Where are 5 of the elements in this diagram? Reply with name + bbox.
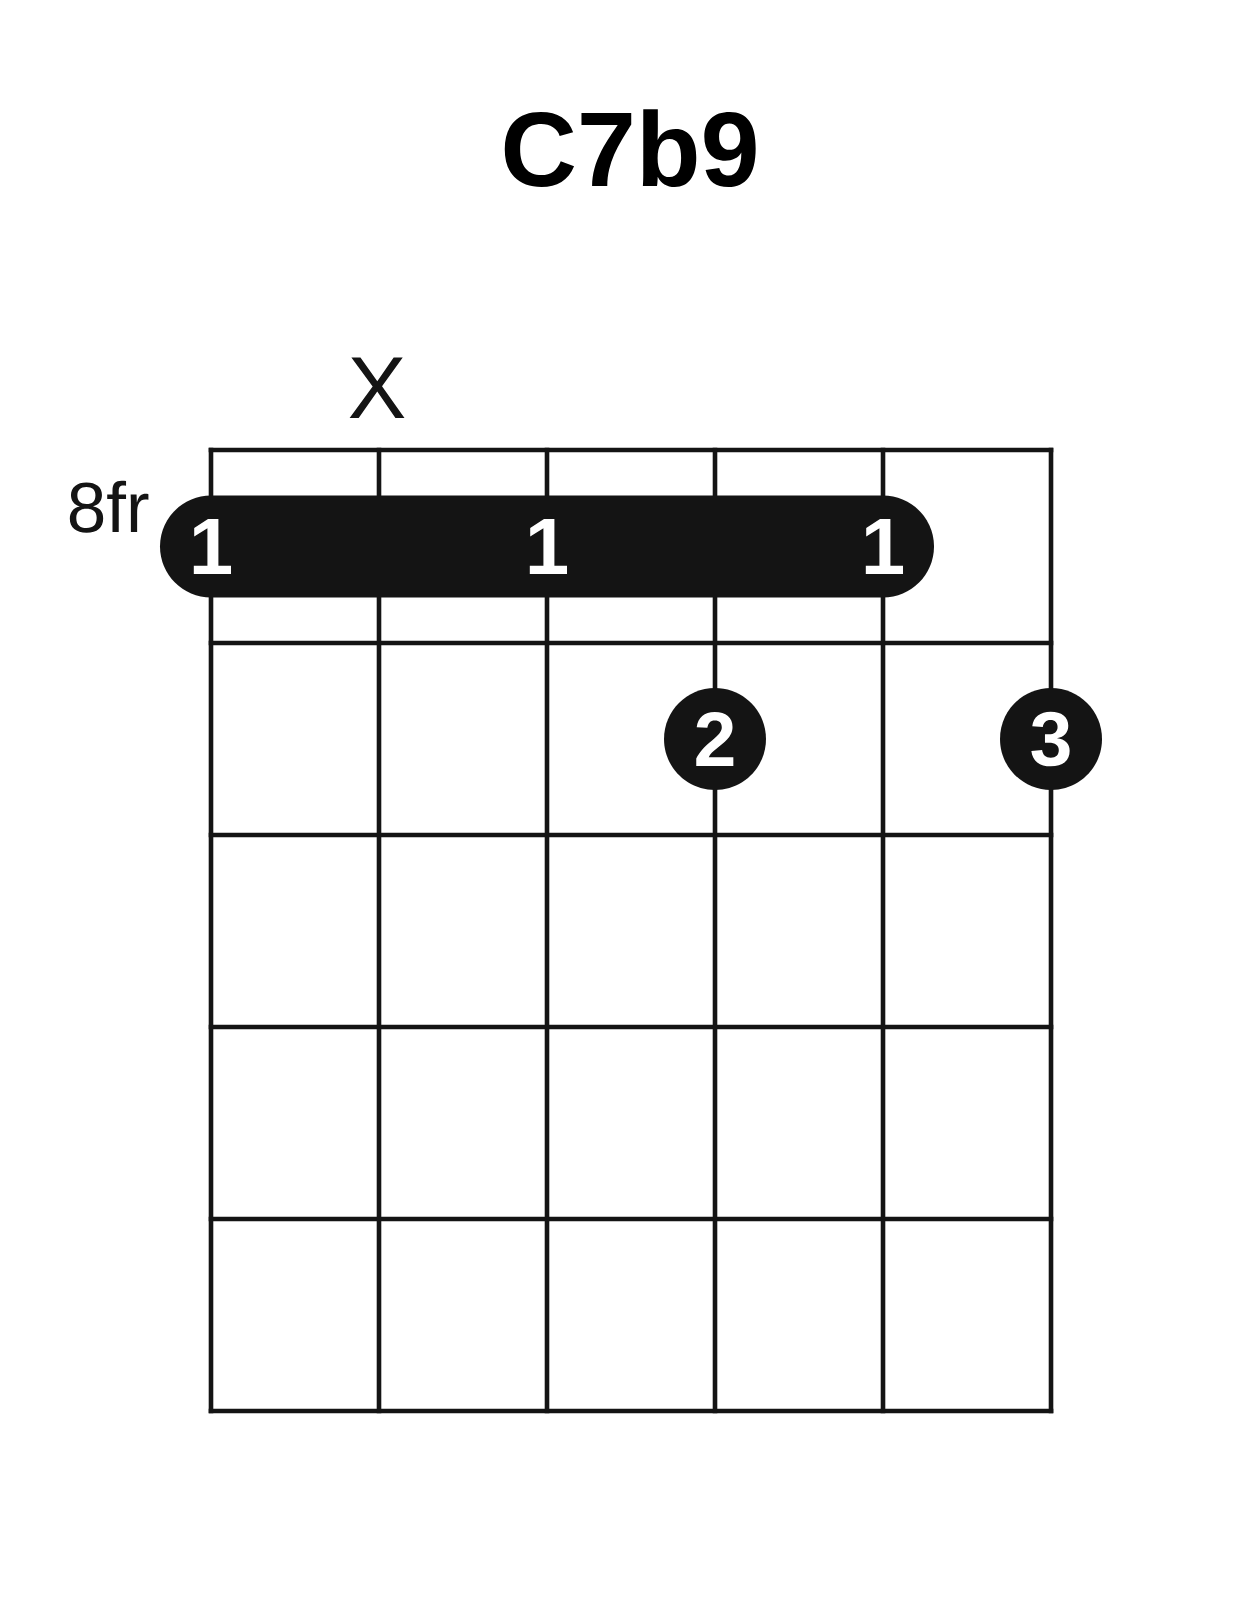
finger-number: 1 bbox=[193, 519, 231, 574]
finger-number: 1 bbox=[865, 519, 903, 574]
fret-label: 8fr bbox=[69, 480, 149, 533]
chord-title: C7b9 bbox=[504, 109, 756, 188]
finger-number: 1 bbox=[529, 519, 567, 574]
